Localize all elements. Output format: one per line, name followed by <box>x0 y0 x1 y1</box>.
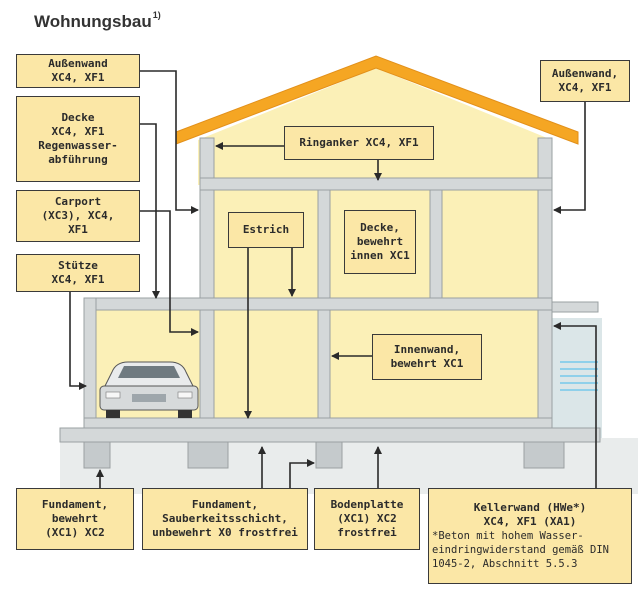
label-line: Innenwand, <box>393 343 461 356</box>
kellerwand-note-line: eindringwiderstand gemäß DIN <box>432 544 610 556</box>
label-line: Estrich <box>242 223 290 236</box>
car-icon <box>99 361 199 418</box>
label-aussenwand-right: Außenwand, XC4, XF1 <box>540 60 630 102</box>
kellerwand-note-line: *Beton mit hohem Wasser- <box>432 530 584 542</box>
label-line: XF1 <box>68 223 88 236</box>
title-text: Wohnungsbau <box>34 12 152 31</box>
label-line: Carport <box>54 195 102 208</box>
label-line: Kellerwand (HWe*) <box>473 501 587 514</box>
label-carport: Carport (XC3), XC4, XF1 <box>16 190 140 242</box>
label-kellerwand: Kellerwand (HWe*) XC4, XF1 (XA1) *Beton … <box>428 488 632 584</box>
label-line: (XC1) XC2 <box>45 526 105 539</box>
label-bodenplatte: Bodenplatte (XC1) XC2 frostfrei <box>314 488 420 550</box>
label-line: (XC1) XC2 <box>337 512 397 525</box>
label-aussenwand-left: Außenwand XC4, XF1 <box>16 54 140 88</box>
kellerwand-note-line: 1045-2, Abschnitt 5.5.3 <box>432 558 578 570</box>
label-line: XC4, XF1 <box>51 273 105 286</box>
label-decke-left: Decke XC4, XF1 Regenwasser- abführung <box>16 96 140 182</box>
structure <box>59 137 601 443</box>
label-line: bewehrt <box>356 235 404 248</box>
label-line: innen XC1 <box>350 249 410 262</box>
label-stuetze: Stütze XC4, XF1 <box>16 254 140 292</box>
label-line: Ringanker XC4, XF1 <box>299 136 419 149</box>
label-line: Decke <box>61 111 95 124</box>
label-line: frostfrei <box>337 526 397 539</box>
label-fundament-unbewehrt: Fundament, Sauberkeitsschicht, unbewehrt… <box>142 488 308 550</box>
page-title: Wohnungsbau1) <box>34 10 161 32</box>
label-line: Sauberkeitsschicht, <box>162 512 288 525</box>
label-line: Decke, <box>360 221 400 234</box>
label-line: Regenwasser- <box>38 139 118 152</box>
foundations <box>83 441 565 469</box>
label-line: bewehrt XC1 <box>390 357 464 370</box>
label-line: Außenwand <box>48 57 108 70</box>
label-line: Fundament, <box>191 498 259 511</box>
label-estrich: Estrich <box>228 212 304 248</box>
label-decke-inner: Decke, bewehrt innen XC1 <box>344 210 416 274</box>
groundwater-zone <box>552 318 602 438</box>
label-line: XC4, XF1 <box>51 71 105 84</box>
label-line: XC4, XF1 <box>558 81 612 94</box>
label-line: (XC3), XC4, <box>41 209 115 222</box>
label-line: Stütze <box>58 259 98 272</box>
label-line: XC4, XF1 <box>51 125 105 138</box>
label-ringanker: Ringanker XC4, XF1 <box>284 126 434 160</box>
label-line: Bodenplatte <box>330 498 404 511</box>
label-fundament-bewehrt: Fundament, bewehrt (XC1) XC2 <box>16 488 134 550</box>
label-line: XC4, XF1 (XA1) <box>483 515 577 528</box>
label-innenwand: Innenwand, bewehrt XC1 <box>372 334 482 380</box>
title-footnote: 1) <box>152 10 161 20</box>
leader-lines <box>69 70 597 488</box>
label-line: Außenwand, <box>551 67 619 80</box>
label-line: bewehrt <box>51 512 99 525</box>
label-line: Fundament, <box>41 498 109 511</box>
label-line: abführung <box>48 153 108 166</box>
label-line: unbewehrt X0 frostfrei <box>152 526 298 539</box>
